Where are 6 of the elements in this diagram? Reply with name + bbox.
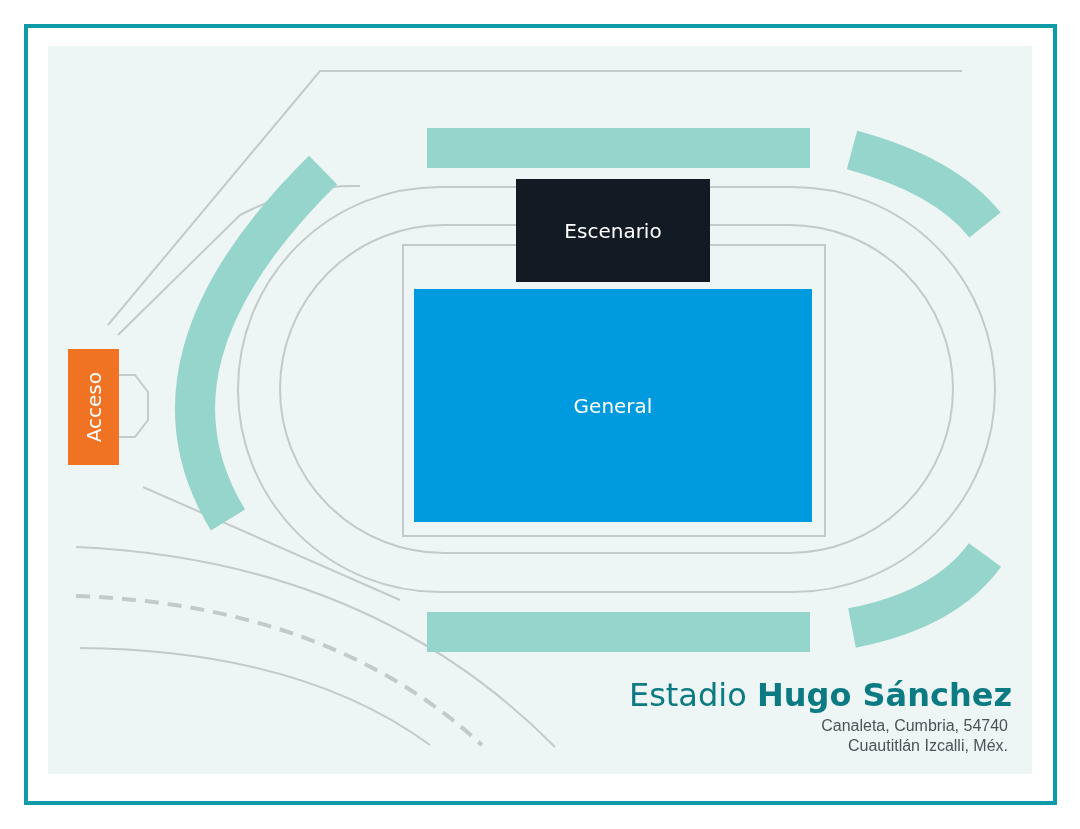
stadium-title: Estadio Hugo Sánchez xyxy=(628,676,1012,714)
address-text: Cuautitlán Izcalli, Méx. xyxy=(846,736,1008,756)
zone-label: General xyxy=(573,393,653,418)
address-text: Canaleta, Cumbria, 54740 xyxy=(821,716,1008,736)
entrance-label: Acceso xyxy=(81,371,106,443)
stage-label: Escenario xyxy=(564,218,662,243)
